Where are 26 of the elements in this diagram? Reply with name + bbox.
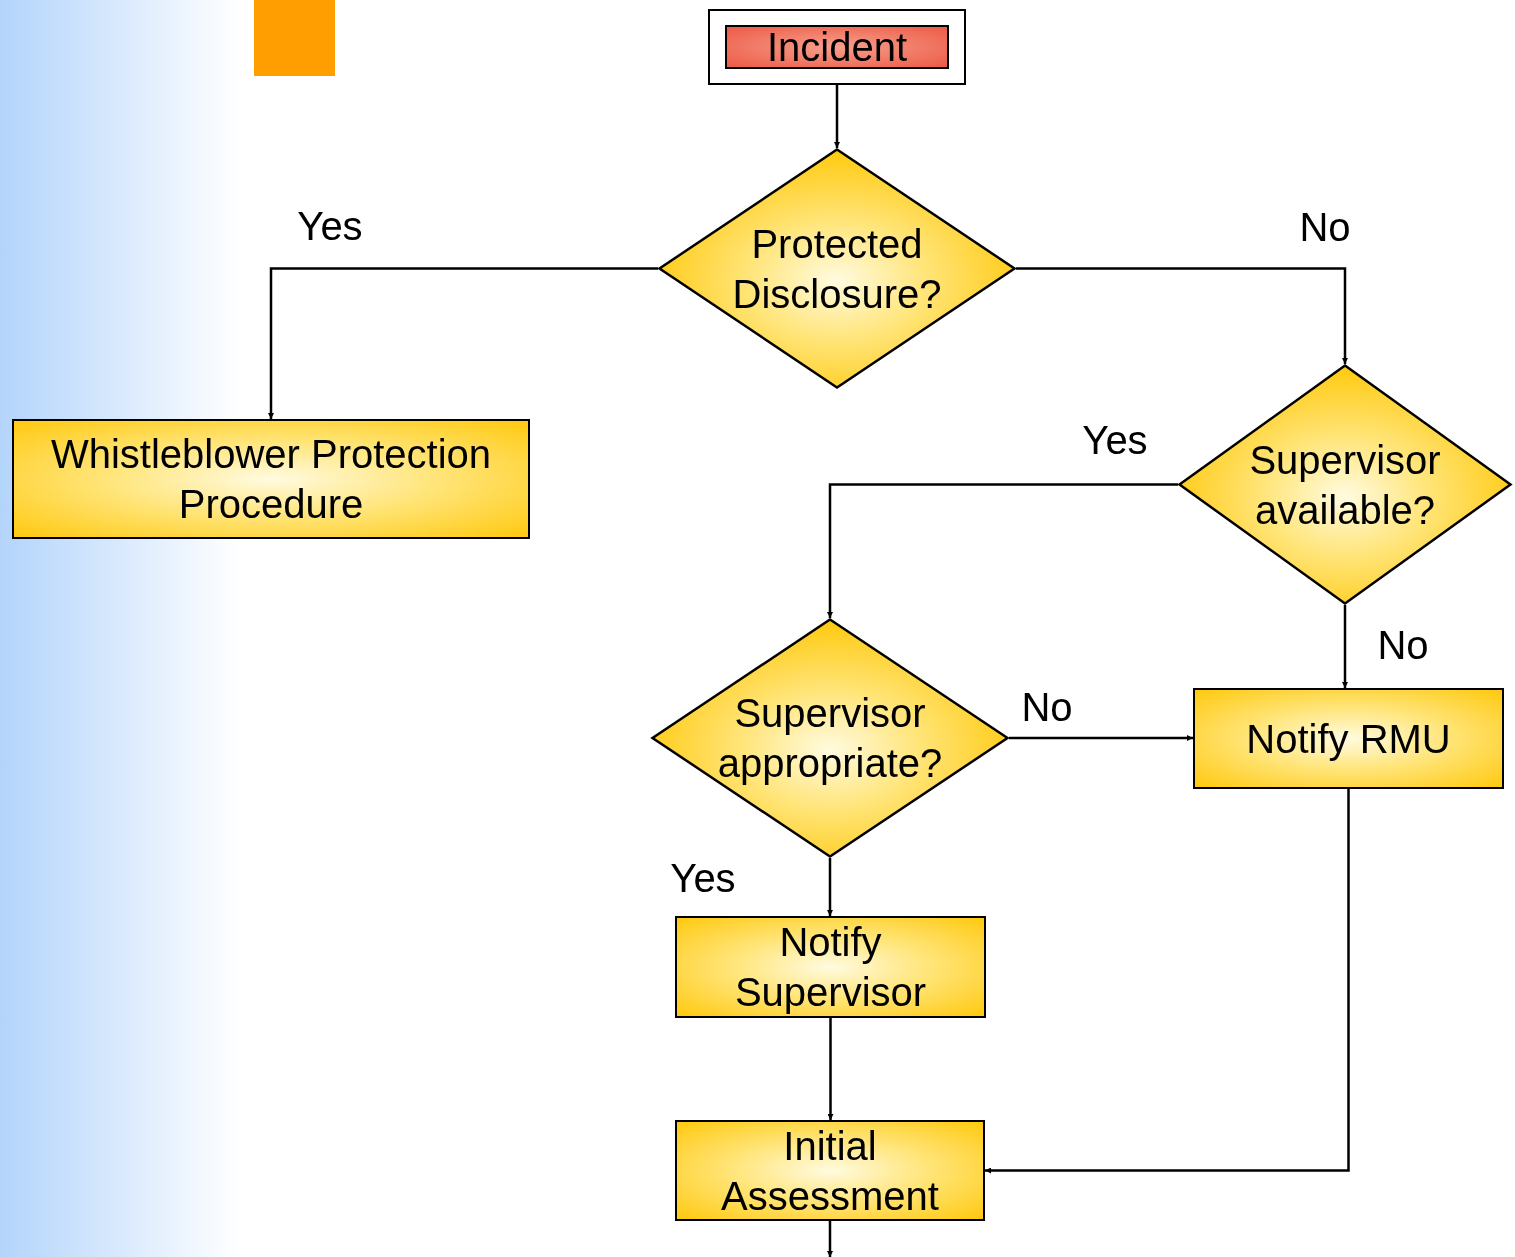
arrow [827,858,833,916]
start-box [708,9,966,85]
arrow [1016,267,1348,364]
process-box [675,1120,985,1221]
arrow [985,789,1350,1174]
node-label: Whistleblower Protection Procedure [49,431,493,528]
process-box [1193,688,1504,789]
arrow [1009,735,1193,741]
arrow [827,1221,833,1257]
node-label: Incident [725,25,949,69]
arrow [834,85,840,148]
decision-diamond [658,148,1016,389]
arrow [827,483,1178,618]
node-label: Notify Supervisor [733,919,928,1016]
process-box [675,916,986,1018]
arrow [827,1018,834,1120]
node-label: Notify RMU [1246,715,1451,763]
arrow [268,267,658,419]
node-label: Supervisor appropriate? [716,690,944,787]
decision-diamond [1178,364,1512,605]
arrow [1342,605,1348,688]
decision-diamond [651,618,1009,858]
node-label: Supervisor available? [1248,436,1442,534]
node-label: Initial Assessment [720,1122,940,1220]
node-label: Protected Disclosure? [731,220,943,318]
process-box [12,419,530,539]
